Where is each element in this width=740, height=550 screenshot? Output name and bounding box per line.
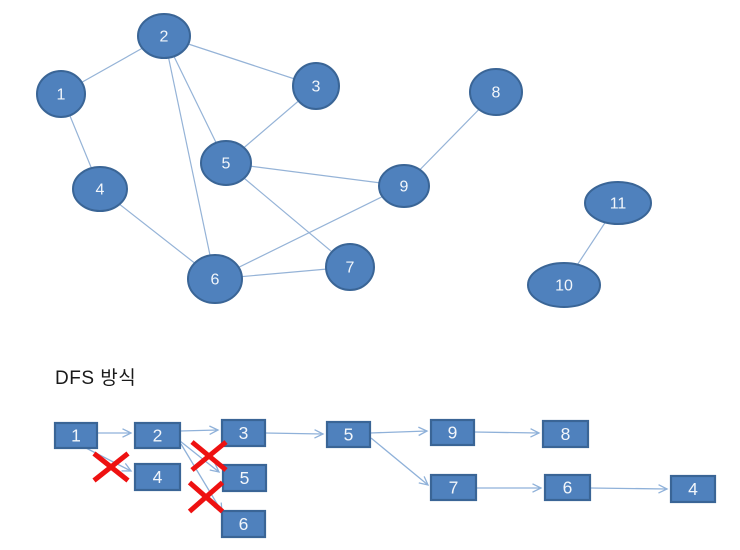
graph-edge-2-6: [163, 35, 216, 280]
dfs-arrow-2-6-crossed: [180, 443, 223, 514]
dfs-box-label-b6: 6: [563, 478, 573, 498]
dfs-box-label-b6x: 6: [239, 514, 249, 534]
graph-edge-6-9: [214, 185, 405, 280]
dfs-box-b5: 5: [325, 420, 372, 449]
graph-node-shape-10: [527, 262, 601, 308]
graph-node-shape-4: [72, 166, 128, 212]
graph-node-shape-3: [292, 62, 340, 110]
graph-node-1: 1: [36, 70, 86, 118]
graph-node-shape-5: [200, 140, 252, 186]
dfs-box-b6x: 6: [220, 509, 267, 539]
graph-node-label-8: 8: [492, 85, 501, 102]
graph-node-10: 10: [527, 262, 601, 308]
dfs-box-b3: 3: [220, 418, 267, 448]
dfs-arrow-6-4: [589, 484, 669, 494]
dfs-boxes: 1 2 3 5 9 8 4 5 7 6 4 6: [53, 418, 717, 539]
dfs-box-shape-b4x: [133, 462, 182, 492]
dfs-arrows: [83, 425, 669, 514]
dfs-box-shape-b4: [669, 474, 717, 504]
cross-stroke-up: [187, 480, 225, 514]
graph-node-shape-6: [187, 254, 243, 304]
graph-edge-2-3: [163, 35, 317, 87]
graph-node-6: 6: [187, 254, 243, 304]
dfs-arrow-3-5: [264, 429, 325, 439]
dfs-box-b4x: 4: [133, 462, 182, 492]
graph-edge-5-9: [225, 162, 405, 187]
dfs-box-b5x: 5: [221, 463, 268, 493]
dfs-box-b4: 4: [669, 474, 717, 504]
graph-node-label-1: 1: [57, 87, 66, 104]
dfs-arrow-5-7: [370, 437, 430, 486]
cross-stroke-up: [92, 451, 130, 483]
dfs-box-b6: 6: [543, 473, 592, 502]
graph-node-label-4: 4: [96, 182, 105, 199]
dfs-box-shape-b2: [133, 421, 182, 450]
graph-node-2: 2: [137, 13, 191, 59]
dfs-box-label-b4x: 4: [153, 467, 163, 487]
dfs-skip-cross-1: [92, 451, 130, 483]
dfs-skip-cross-3: [187, 480, 225, 514]
dfs-box-label-b3: 3: [239, 423, 249, 443]
graph-node-label-6: 6: [211, 272, 220, 289]
graph-nodes: 1 2 3 4 5 6 7 8 9 10 11: [36, 13, 652, 308]
graph-node-label-10: 10: [555, 278, 573, 295]
dfs-box-label-b9: 9: [448, 423, 458, 443]
graph-node-4: 4: [72, 166, 128, 212]
dfs-box-label-b1: 1: [71, 426, 81, 446]
dfs-skip-cross-2: [190, 440, 228, 472]
dfs-cross-marks: [92, 440, 228, 514]
dfs-box-b2: 2: [133, 421, 182, 450]
graph-node-label-9: 9: [400, 179, 409, 196]
graph-node-9: 9: [378, 164, 430, 208]
graph-node-shape-2: [137, 13, 191, 59]
dfs-box-shape-b6x: [220, 509, 267, 539]
cross-stroke-up: [190, 440, 228, 472]
graph-node-8: 8: [469, 68, 523, 116]
dfs-box-label-b8: 8: [561, 424, 571, 444]
dfs-box-label-b4: 4: [688, 479, 698, 499]
dfs-box-b9: 9: [429, 418, 476, 447]
graph-node-label-3: 3: [312, 79, 321, 96]
dfs-arrow-5-9: [369, 426, 429, 437]
graph-node-label-2: 2: [160, 29, 169, 46]
dfs-box-b7: 7: [429, 473, 478, 502]
graph-node-label-7: 7: [346, 260, 355, 277]
graph-node-shape-1: [36, 70, 86, 118]
dfs-section-title: DFS 방식: [55, 368, 137, 389]
graph-node-shape-9: [378, 164, 430, 208]
dfs-box-shape-b6: [543, 473, 592, 502]
graph-node-shape-7: [325, 243, 375, 291]
dfs-box-shape-b5: [325, 420, 372, 449]
dfs-box-label-b5: 5: [344, 425, 354, 445]
dfs-arrow-1-4-crossed: [83, 446, 133, 472]
dfs-box-shape-b3: [220, 418, 267, 448]
graph-node-shape-11: [584, 181, 652, 225]
dfs-arrow-2-3: [179, 425, 220, 435]
dfs-box-shape-b9: [429, 418, 476, 447]
graph-node-shape-8: [469, 68, 523, 116]
dfs-box-b8: 8: [541, 419, 590, 449]
dfs-box-b1: 1: [53, 421, 99, 450]
dfs-box-label-b2: 2: [153, 426, 163, 446]
graph-node-7: 7: [325, 243, 375, 291]
dfs-box-shape-b1: [53, 421, 99, 450]
dfs-box-label-b5x: 5: [240, 468, 250, 488]
graph-edge-5-7: [225, 162, 351, 268]
dfs-arrow-9-8: [473, 428, 541, 438]
graph-node-3: 3: [292, 62, 340, 110]
dfs-box-shape-b7: [429, 473, 478, 502]
graph-node-11: 11: [584, 181, 652, 225]
dfs-box-shape-b5x: [221, 463, 268, 493]
graph-node-label-5: 5: [222, 156, 231, 173]
graph-node-5: 5: [200, 140, 252, 186]
dfs-box-label-b7: 7: [449, 478, 459, 498]
dfs-arrow-2-5-crossed: [179, 440, 221, 473]
dfs-box-shape-b8: [541, 419, 590, 449]
graph-node-label-11: 11: [610, 196, 627, 213]
